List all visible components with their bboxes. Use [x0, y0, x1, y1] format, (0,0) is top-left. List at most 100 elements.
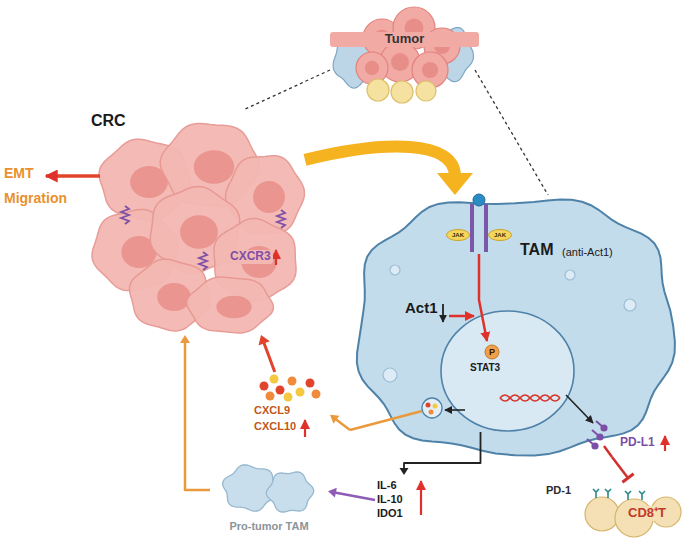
graphic-part: [639, 491, 645, 500]
vesicle: [422, 398, 442, 418]
graphic-part: [484, 204, 488, 252]
graphic-part: [473, 194, 485, 206]
zoom-line: [243, 70, 330, 110]
transcription-arrow: [445, 409, 465, 411]
graphic-part: [422, 398, 442, 418]
process-label: Migration: [4, 190, 67, 206]
arrow-head: [400, 468, 409, 475]
graphic-part: [500, 395, 560, 401]
arrow-head: [437, 173, 473, 195]
tumor-illustration: Tumor: [330, 2, 475, 102]
graphic-part: [270, 375, 279, 384]
cell-name: CD8⁺T: [626, 506, 668, 521]
nucleus: STAT3 P: [440, 310, 575, 432]
graphic-part: [433, 404, 438, 409]
arrow-head: [330, 415, 339, 424]
graphic-part: [288, 377, 297, 386]
crc-cell-cluster: CRC: [85, 110, 305, 335]
receptor-name: PD-1: [546, 484, 571, 497]
graphic-part: [601, 425, 606, 430]
graphic-part: [187, 277, 274, 333]
graphic-part: [296, 388, 305, 397]
graphic-part: [625, 491, 631, 500]
graphic-part: [180, 215, 218, 249]
inhibit-arrow: [449, 315, 474, 318]
cytokine-name: IL-10: [377, 493, 403, 506]
connector-line: [475, 70, 548, 195]
zoom-line: [475, 70, 548, 195]
arrow-head: [180, 335, 190, 343]
graphic-part: [390, 265, 400, 275]
graphic-part: [312, 390, 321, 399]
process-label: EMT: [4, 165, 34, 181]
graphic-part: [121, 206, 129, 224]
graphic-part: [253, 181, 285, 213]
big-arrow: [305, 147, 473, 195]
graphic-part: [223, 465, 314, 512]
connector-line: [612, 457, 628, 478]
graphic-part: [216, 296, 251, 318]
graphic-part: [426, 403, 431, 408]
cell-name: TAM: [520, 241, 553, 259]
graphic-part: [565, 270, 575, 280]
graphic-part: [585, 497, 619, 531]
inhibition-bar: [622, 474, 633, 482]
graphic-part: [356, 52, 388, 84]
emt-arrow: [46, 174, 100, 178]
arrow-head: [259, 335, 270, 346]
graphic-part: [365, 61, 379, 75]
cytokine-group: IL-6IL-10IDO1: [375, 475, 433, 527]
graphic-part: [447, 230, 470, 241]
ligand-name: PD-L1: [620, 436, 655, 450]
tumor-label: Tumor: [330, 32, 479, 47]
graphic-part: [605, 489, 611, 498]
graphic-part: [194, 150, 234, 184]
kinase-label: JAK: [488, 232, 512, 239]
chemokine-name: CXCL10: [254, 420, 296, 433]
connector-line: [335, 419, 350, 430]
graphic-part: [157, 283, 191, 311]
graphic-part: [306, 379, 315, 388]
protein-name: Act1: [405, 299, 438, 316]
graphic-part: [489, 230, 512, 241]
arrow-head: [328, 488, 337, 498]
cell-name: Pro-tumor TAM: [210, 520, 328, 533]
connector-line: [305, 147, 455, 177]
phospho-mark: P: [485, 345, 499, 359]
phospho-label: P: [485, 347, 499, 357]
connector-line: [185, 342, 210, 490]
crc-label: CRC: [91, 112, 126, 130]
inhibition-connector: [612, 457, 634, 482]
connector-line: [335, 492, 375, 500]
graphic-part: [383, 368, 397, 382]
up-arrow: [664, 436, 666, 451]
graphic-part: [416, 81, 436, 101]
graphic-part: [592, 443, 597, 448]
nucleus-outline: [440, 310, 575, 432]
secretion-arrow: [330, 415, 350, 430]
protein-name: STAT3: [470, 362, 500, 374]
graphic-part: [500, 395, 560, 401]
graphic-part: [199, 252, 207, 270]
graphic-part: [266, 472, 313, 512]
jak-kinase: JAK: [446, 229, 470, 241]
jak-kinase: JAK: [488, 229, 512, 241]
graphic-part: [391, 81, 413, 103]
chemokine-group: CXCL9CXCL10: [250, 372, 330, 440]
graphic-part: [277, 210, 285, 228]
graphic-part: [597, 434, 602, 439]
polarization-arrow: [328, 488, 375, 500]
graphic-part: [260, 382, 269, 391]
graphic-part: [485, 345, 499, 359]
cytokine-name: IL-6: [377, 479, 397, 492]
connector-line: [264, 342, 275, 372]
graphic-part: [357, 200, 675, 456]
crc-cell-cluster-outline: [85, 110, 305, 335]
cell-condition: (anti-Act1): [562, 246, 613, 259]
graphic-part: [441, 311, 574, 431]
binding-arrow: [259, 335, 275, 372]
receptor-name: CXCR3: [228, 250, 273, 264]
up-arrow: [275, 250, 277, 265]
